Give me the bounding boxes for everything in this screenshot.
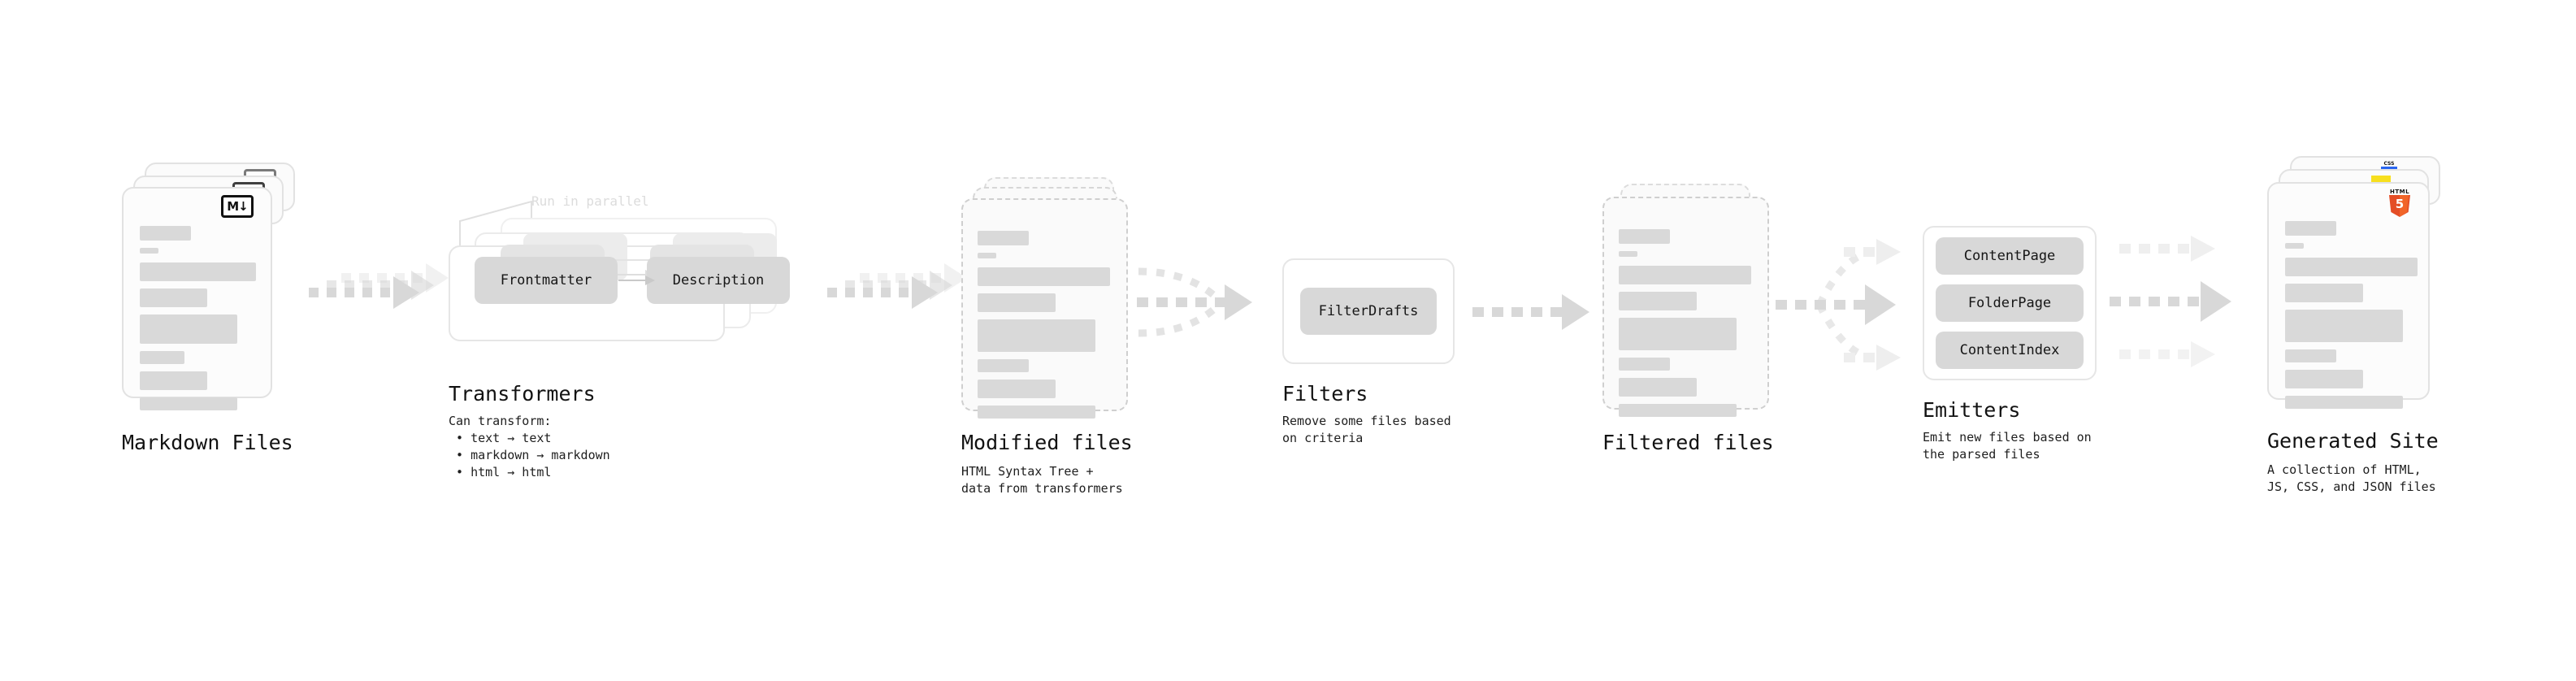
run-in-parallel-label: Run in parallel xyxy=(531,193,649,209)
card-bar xyxy=(978,231,1029,245)
card-bar xyxy=(2285,370,2363,388)
card-bar xyxy=(2285,243,2304,249)
transformer-chip-description[interactable]: Description xyxy=(647,257,790,304)
card-bar xyxy=(140,314,237,344)
css-icon: CSS xyxy=(2381,161,2397,171)
html5-icon-shield-inner xyxy=(2400,195,2409,217)
connector-transformers-to-modified xyxy=(827,263,967,333)
card-bar xyxy=(978,267,1110,286)
stage-generated-site: CSS HTML xyxy=(2267,156,2454,424)
html5-icon: HTML xyxy=(2387,189,2412,218)
card-bar xyxy=(978,319,1095,352)
stage-title-markdown-files: Markdown Files xyxy=(122,431,293,454)
stage-subtitle-transformers: Can transform: • text → text • markdown … xyxy=(449,414,610,479)
card-bar xyxy=(978,253,996,258)
card-bar xyxy=(2285,258,2418,276)
emitter-chip-contentpage[interactable]: ContentPage xyxy=(1936,237,2084,275)
connector-emitters-to-site xyxy=(2110,232,2264,371)
stage-title-filters: Filters xyxy=(1282,382,1368,406)
stage-title-emitters: Emitters xyxy=(1923,398,2021,422)
stage-filtered-files xyxy=(1602,184,1777,427)
card-bar xyxy=(140,288,207,307)
stage-subtitle-filters: Remove some files based on criteria xyxy=(1282,414,1451,445)
card-bar xyxy=(978,406,1095,419)
card-bar xyxy=(1619,292,1697,310)
connector-modified-to-filters xyxy=(1134,260,1272,349)
connector-filtered-to-emitters xyxy=(1776,236,1922,374)
card-bar xyxy=(2285,221,2336,236)
card-bar xyxy=(2285,349,2336,362)
card-bar xyxy=(978,380,1056,398)
emitter-chip-contentindex[interactable]: ContentIndex xyxy=(1936,332,2084,369)
card-bar xyxy=(140,351,184,364)
transformer-chip-frontmatter[interactable]: Frontmatter xyxy=(475,257,618,304)
stage-transformers: Run in parallel Frontmatter Description xyxy=(445,193,827,356)
card-bar xyxy=(140,262,256,281)
stage-subtitle-modified-files: HTML Syntax Tree + data from transformer… xyxy=(961,464,1123,496)
card-bar xyxy=(140,248,158,254)
card-bar xyxy=(2285,396,2403,409)
card-bar xyxy=(1619,318,1737,350)
css-icon-rule xyxy=(2381,167,2397,169)
card-bar xyxy=(140,397,237,410)
stage-title-transformers: Transformers xyxy=(449,382,596,406)
card-bar xyxy=(978,359,1029,372)
card-bar xyxy=(978,293,1056,312)
html5-icon-shield xyxy=(2389,195,2410,217)
card-bar xyxy=(1619,378,1697,397)
card-bar xyxy=(1619,251,1637,257)
card-bar xyxy=(1619,266,1751,284)
stage-title-filtered-files: Filtered files xyxy=(1602,431,1774,454)
connector-filters-to-filtered xyxy=(1472,286,1594,343)
filter-chip-filterdrafts[interactable]: FilterDrafts xyxy=(1300,288,1437,335)
stage-subtitle-generated-site: A collection of HTML, JS, CSS, and JSON … xyxy=(2267,462,2436,494)
connector-md-to-transformers xyxy=(309,263,449,333)
emitter-chip-folderpage[interactable]: FolderPage xyxy=(1936,284,2084,322)
stage-title-modified-files: Modified files xyxy=(961,431,1133,454)
stage-title-generated-site: Generated Site xyxy=(2267,429,2439,453)
card-bar xyxy=(2285,284,2363,302)
css-icon-label: CSS xyxy=(2383,161,2395,167)
card-bar xyxy=(140,226,191,241)
html5-icon-label: HTML xyxy=(2389,189,2410,195)
stage-modified-files xyxy=(961,177,1136,421)
card-bar xyxy=(1619,358,1670,371)
stage-markdown-files: M↓ M↓ M↓ xyxy=(122,163,297,423)
card-bar xyxy=(1619,229,1670,244)
stage-subtitle-emitters: Emit new files based on the parsed files xyxy=(1923,430,2092,462)
run-in-parallel-bracket xyxy=(459,200,532,245)
card-bar xyxy=(2285,310,2403,342)
markdown-icon: M↓ xyxy=(221,195,254,218)
card-bar xyxy=(140,371,207,390)
card-bar xyxy=(1619,404,1737,417)
transformer-inner-arrow xyxy=(618,275,655,285)
